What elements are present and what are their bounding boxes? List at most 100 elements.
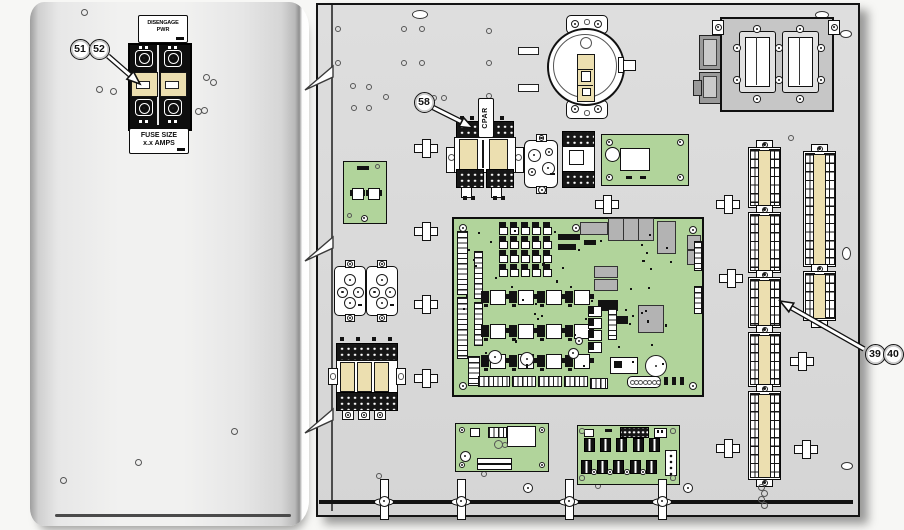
coil-terminal <box>376 297 388 309</box>
pcb-speck <box>646 320 649 323</box>
relay-terminal <box>541 161 555 175</box>
transformer-coil <box>489 139 508 171</box>
pcb-diode <box>499 264 506 269</box>
pcb-transistor <box>481 325 489 337</box>
pcb-screw <box>458 461 466 469</box>
pcb-screw <box>688 225 698 235</box>
cpar-label: CPAR <box>478 98 494 138</box>
door-screw-hole <box>134 458 142 466</box>
pcb-pad <box>568 368 572 371</box>
pcb-diode <box>499 255 508 263</box>
pcb-diode <box>510 255 519 263</box>
pcb-transformer <box>580 222 608 235</box>
door-screw-hole <box>109 87 117 95</box>
pcb-pad <box>664 377 668 385</box>
contactor-terminal-block <box>562 131 595 148</box>
pcb-speck <box>515 340 518 343</box>
transformer-coil <box>459 139 478 171</box>
pcb-relay <box>574 290 590 305</box>
coil-tab-screw <box>379 315 385 321</box>
ssr-screw <box>817 44 825 52</box>
pcb-speck <box>670 261 673 264</box>
panel-screw <box>523 483 533 493</box>
pcb-mark <box>626 176 632 179</box>
pcb-pad <box>568 338 572 341</box>
pcb-pad <box>484 338 488 341</box>
pcb-diode <box>499 269 508 277</box>
pcb-optocoupler <box>588 318 602 329</box>
pcb-diode <box>521 269 530 277</box>
pcb-capacitor <box>488 350 502 364</box>
coil-terminal <box>384 286 396 298</box>
fuse-terminal-bezel <box>164 99 182 116</box>
panel-screw-hole <box>418 25 426 33</box>
relay-terminal <box>545 148 553 156</box>
pcb-screw <box>640 469 646 475</box>
transformer-terminal-block <box>486 169 514 188</box>
panel-screw-hole <box>400 59 408 67</box>
fuse-detail <box>168 45 171 49</box>
flange-hole <box>515 153 522 161</box>
pcb-diode <box>543 227 552 235</box>
pcb-optocoupler <box>588 342 602 353</box>
fuse-terminal-screw <box>167 102 179 114</box>
pcb-screw <box>458 223 468 233</box>
pcb-triac <box>630 460 641 474</box>
pcb-hole <box>374 163 380 169</box>
pcb-relay <box>490 324 506 339</box>
foot-screw <box>345 412 351 418</box>
pcb-optocoupler <box>589 307 594 314</box>
motor-shaft-hole <box>580 37 592 49</box>
pcb-screw <box>605 138 613 146</box>
pcb-speck <box>619 320 622 323</box>
pcb-edge-connector <box>468 356 480 386</box>
pcb-transistor <box>537 325 545 337</box>
coil-terminal <box>337 286 348 298</box>
ssr-module-face <box>788 37 813 87</box>
label-mark <box>177 148 185 151</box>
pcb-ic <box>558 244 576 250</box>
wire-saddle-standoff <box>422 374 428 380</box>
relay-terminal <box>527 148 541 162</box>
pcb-pad <box>680 377 684 385</box>
pcb-speck <box>632 360 635 364</box>
pcb-lead <box>362 190 365 196</box>
pcb-triac <box>597 460 608 474</box>
fuse-detail <box>145 45 148 49</box>
pcb-speck <box>647 287 650 290</box>
pcb-relay <box>546 324 562 339</box>
pcb-speck <box>649 268 653 271</box>
door-bottom-edge <box>55 514 291 517</box>
pcb-hole <box>579 428 585 434</box>
door-screw-hole <box>202 73 210 81</box>
pcb-capacitor <box>645 355 667 377</box>
door-screw-hole <box>80 8 88 16</box>
bank-terminal-block <box>336 392 398 411</box>
pcb-bottom-connector <box>564 376 588 387</box>
pcb-transistor <box>481 291 489 303</box>
pcb-speck <box>591 299 594 302</box>
pcb-header <box>694 241 702 271</box>
fuse-detail <box>139 119 142 123</box>
panel-bottom-rail <box>319 500 853 504</box>
pcb-component <box>584 429 594 437</box>
ground-chain-link <box>760 489 768 497</box>
terminal-screw <box>460 116 464 120</box>
transformer-terminal-block <box>456 169 484 188</box>
pcb-speck <box>462 307 465 310</box>
bracket-screw <box>571 20 579 28</box>
pcb-diode <box>521 236 528 241</box>
pcb-pad <box>562 294 566 299</box>
pcb-speck <box>644 310 648 313</box>
relay-connector-face <box>703 39 717 66</box>
fuse-terminal-bezel <box>164 50 182 67</box>
terminal-strip-channel <box>813 273 826 319</box>
bank-coil <box>357 362 372 392</box>
panel-screw-hole <box>350 104 358 112</box>
pcb-pad <box>534 294 538 299</box>
motor-terminal-divider <box>577 69 593 71</box>
panel-screw-hole <box>365 104 373 112</box>
panel-screw-hole <box>349 82 357 90</box>
fuse-terminal-screw <box>138 52 150 64</box>
terminal-strip-39-40-channel <box>758 279 771 326</box>
